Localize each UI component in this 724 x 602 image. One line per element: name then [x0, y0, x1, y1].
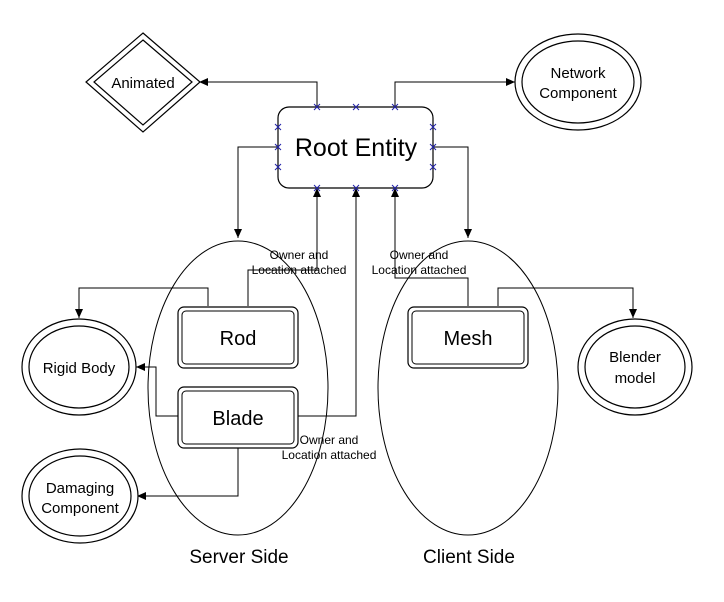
edge-mesh-blender [497, 287, 637, 318]
network-component-node[interactable]: Network Component [514, 33, 642, 131]
blender-model-label-line2: model [615, 370, 656, 387]
mesh-label: Mesh [444, 328, 493, 350]
blade-node[interactable]: Blade [177, 386, 299, 449]
rigid-body-node[interactable]: Rigid Body [21, 318, 137, 416]
mesh-owner-label-line2: Location attached [372, 263, 467, 277]
animated-label: Animated [111, 75, 174, 92]
root-entity-node[interactable]: Root Entity [274, 103, 437, 192]
blade-owner-edge-label: Owner and Location attached [282, 433, 377, 462]
blade-owner-label-line1: Owner and [300, 433, 359, 447]
client-side-group [377, 240, 559, 536]
edge-blade-damaging [137, 448, 239, 500]
rod-owner-label-line2: Location attached [252, 263, 347, 277]
rod-owner-label-line1: Owner and [270, 248, 329, 262]
mesh-owner-edge-label: Owner and Location attached [372, 248, 467, 277]
root-entity-label: Root Entity [295, 134, 418, 162]
edges [75, 78, 637, 500]
edge-root-rod [234, 146, 278, 238]
root-connection-anchors [274, 103, 437, 192]
edge-mesh-root [391, 188, 469, 306]
blender-model-node[interactable]: Blender model [577, 318, 693, 416]
blade-owner-label-line2: Location attached [282, 448, 377, 462]
server-side-label: Server Side [189, 547, 288, 568]
damaging-component-label-line2: Component [41, 500, 119, 517]
damaging-component-node[interactable]: Damaging Component [21, 448, 139, 544]
edge-root-mesh [433, 146, 472, 238]
rod-label: Rod [220, 328, 257, 350]
edge-blade-rigidbody [136, 363, 178, 417]
rigid-body-label: Rigid Body [43, 360, 116, 377]
blade-label: Blade [212, 408, 263, 430]
network-component-label-line2: Component [539, 85, 617, 102]
edge-rod-root [247, 188, 321, 306]
damaging-component-label-line1: Damaging [46, 480, 114, 497]
edge-root-network [394, 78, 515, 107]
blender-model-label-line1: Blender [609, 349, 661, 366]
edge-rod-rigidbody [75, 287, 209, 318]
network-component-label-line1: Network [550, 65, 606, 82]
rod-owner-edge-label: Owner and Location attached [252, 248, 347, 277]
animated-node[interactable]: Animated [85, 32, 201, 133]
mesh-owner-label-line1: Owner and [390, 248, 449, 262]
server-side-group [147, 240, 329, 536]
edge-blade-root [298, 188, 360, 417]
mesh-node[interactable]: Mesh [407, 306, 529, 369]
client-side-label: Client Side [423, 547, 515, 568]
edge-root-animated [199, 78, 318, 107]
rod-node[interactable]: Rod [177, 306, 299, 369]
